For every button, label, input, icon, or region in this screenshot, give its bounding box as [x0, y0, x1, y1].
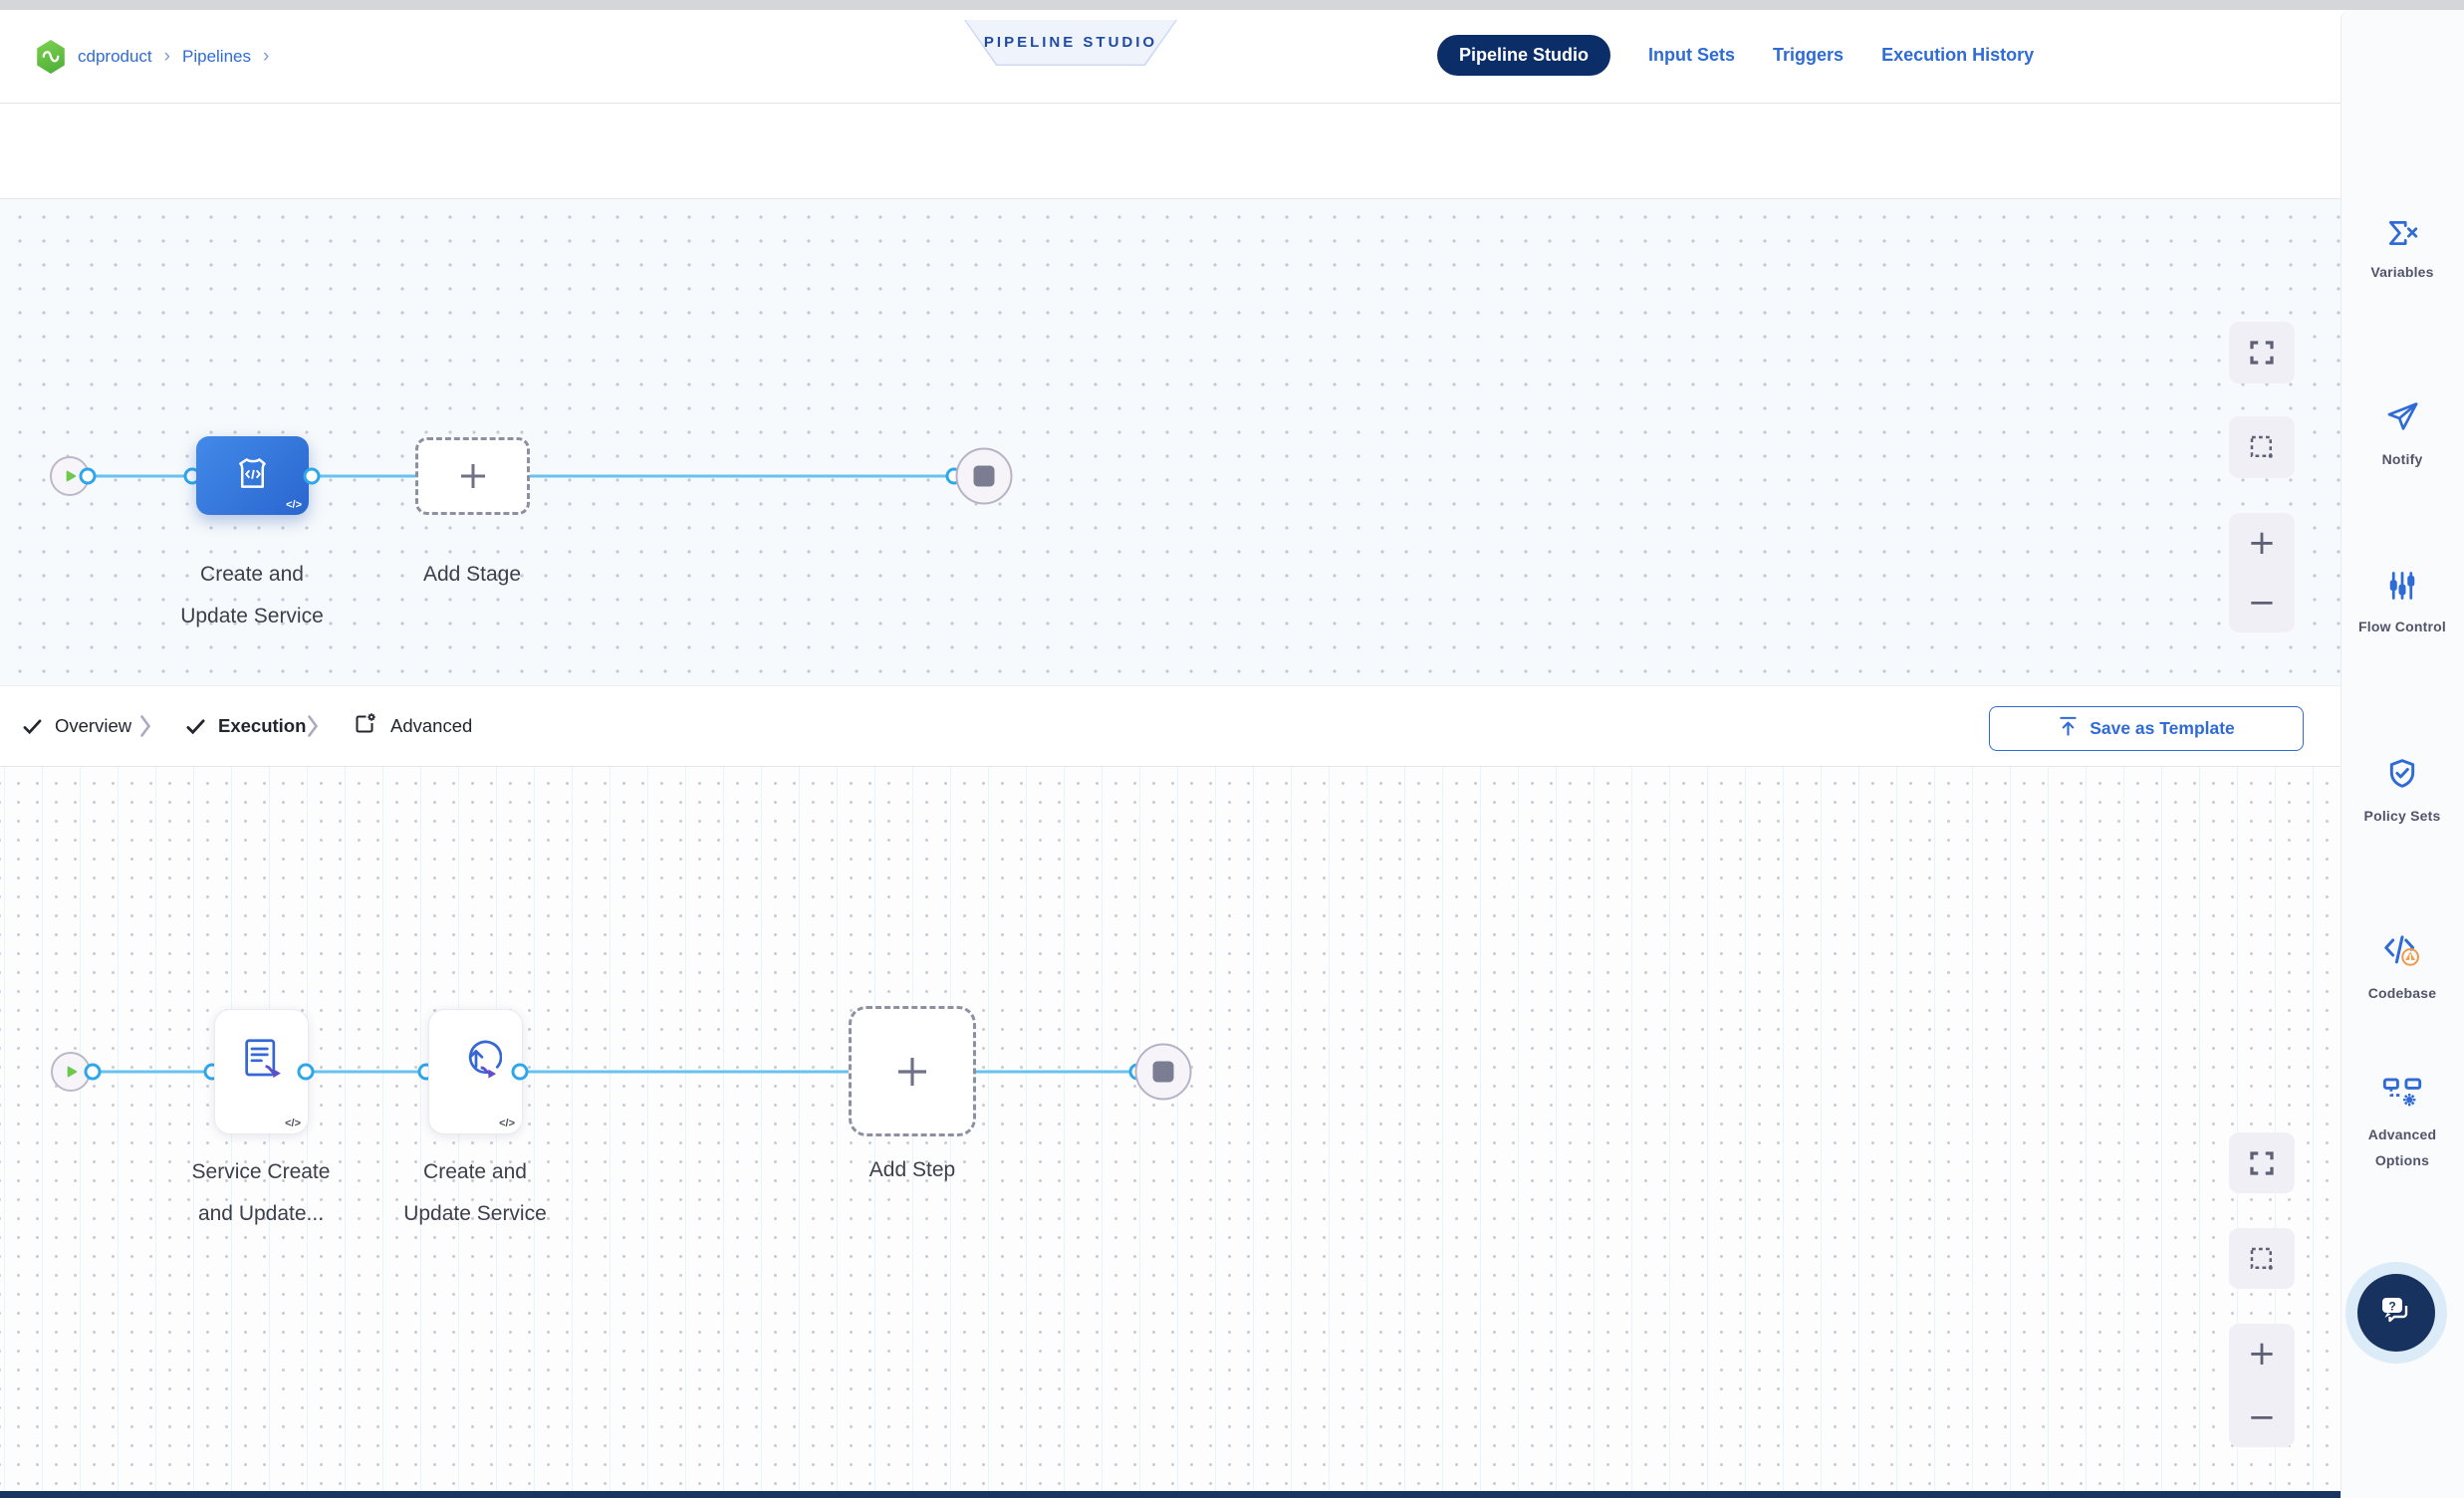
tab-execution[interactable]: Execution: [186, 686, 306, 766]
step-port[interactable]: [84, 1063, 102, 1081]
breadcrumb-header: cdproduct › Pipelines › PIPELINE STUDIO …: [0, 10, 2341, 104]
step1-name-line2: and Update...: [197, 1202, 325, 1225]
step-port[interactable]: [511, 1063, 529, 1081]
service-update-step-icon: [450, 1036, 502, 1093]
chevron-right-icon: [139, 686, 151, 766]
pipeline-studio-banner-label: PIPELINE STUDIO: [965, 20, 1176, 65]
step-port[interactable]: [297, 1063, 315, 1081]
stage-graph-canvas[interactable]: [0, 199, 2341, 685]
step2-name-line2: Update Service: [403, 1202, 547, 1225]
rail-label: Policy Sets: [2363, 808, 2441, 824]
step1-name-label[interactable]: Service Create and Update...: [102, 1151, 420, 1235]
rail-item-variables[interactable]: Variables: [2341, 219, 2464, 285]
rail-item-policy-sets[interactable]: Policy Sets: [2341, 757, 2464, 829]
breadcrumb: cdproduct › Pipelines ›: [36, 40, 269, 74]
chevron-right-icon: [307, 686, 319, 766]
step-code-badge[interactable]: </>: [499, 1118, 515, 1129]
right-rail: [2341, 10, 2464, 1498]
execution-graph-canvas[interactable]: [0, 767, 2341, 1491]
tab-pipeline-studio[interactable]: Pipeline Studio: [1437, 35, 1611, 76]
upload-icon: [2058, 715, 2079, 742]
harness-cd-module-icon[interactable]: [37, 40, 65, 74]
step-node-create-and-update-service[interactable]: </>: [428, 1009, 523, 1134]
rail-label: Variables: [2370, 264, 2434, 280]
tab-execution-history[interactable]: Execution History: [1881, 45, 2035, 65]
add-step-label[interactable]: Add Step: [868, 1158, 956, 1181]
rail-label: Flow Control: [2358, 619, 2446, 634]
fit-to-screen-button[interactable]: [2229, 322, 2295, 383]
stage-port[interactable]: [79, 467, 97, 485]
tab-triggers[interactable]: Triggers: [1773, 45, 1845, 65]
window-top-strip: [0, 0, 2464, 10]
step-connector-wire: [71, 1070, 1137, 1074]
step-code-badge[interactable]: </>: [285, 1118, 301, 1129]
save-as-template-label: Save as Template: [2090, 718, 2235, 738]
tab-advanced[interactable]: Advanced: [354, 686, 472, 766]
stage-port[interactable]: [303, 467, 321, 485]
tab-advanced-label: Advanced: [390, 715, 473, 736]
chat-help-icon: ?: [2376, 1292, 2416, 1335]
rail-label: Notify: [2381, 451, 2423, 467]
rail-label: Advanced Options: [2367, 1126, 2437, 1168]
pipeline-toolbar: Onboarding Service VISUAL YAML Save Disc…: [0, 105, 2341, 287]
step-node-service-create-and-update[interactable]: </>: [214, 1009, 309, 1134]
rail-item-codebase[interactable]: Codebase: [2341, 932, 2464, 1006]
custom-stage-icon: [231, 454, 275, 497]
top-nav-tabs: Pipeline Studio Input Sets Triggers Exec…: [1437, 35, 2034, 76]
execution-end-node[interactable]: [1134, 1043, 1192, 1101]
stage-name-line1: Create and: [200, 563, 304, 586]
step1-name-line1: Service Create: [191, 1160, 331, 1183]
bottom-bar: [0, 1491, 2341, 1498]
rail-item-flow-control[interactable]: Flow Control: [2341, 570, 2464, 639]
breadcrumb-project-link[interactable]: cdproduct: [78, 47, 152, 66]
zoom-out-button[interactable]: −: [2247, 1397, 2277, 1437]
tab-execution-label: Execution: [218, 715, 307, 736]
pipeline-config-tabbar: Overview Execution Advanced Save as Temp…: [0, 685, 2341, 1453]
zoom-controls: + −: [2229, 513, 2295, 632]
rail-item-advanced-options[interactable]: Advanced Options: [2341, 1076, 2464, 1173]
step2-name-label[interactable]: Create and Update Service: [316, 1151, 634, 1235]
stage-code-badge[interactable]: </>: [286, 499, 302, 511]
zoom-in-button[interactable]: +: [2247, 523, 2277, 563]
rail-item-notify[interactable]: Flow Control Notify: [2341, 400, 2464, 472]
save-as-template-button[interactable]: Save as Template: [1989, 706, 2304, 751]
fit-to-screen-button[interactable]: [2229, 1132, 2295, 1193]
add-step-button[interactable]: [849, 1006, 976, 1136]
service-script-step-icon: [236, 1036, 288, 1093]
tab-overview[interactable]: Overview: [23, 686, 131, 766]
rail-label: Codebase: [2367, 985, 2437, 1001]
marquee-select-button[interactable]: [2229, 1228, 2295, 1289]
zoom-controls: + −: [2229, 1324, 2295, 1447]
help-chat-button[interactable]: ?: [2357, 1274, 2435, 1352]
breadcrumb-pipelines-link[interactable]: Pipelines: [182, 47, 251, 66]
breadcrumb-separator: ›: [163, 46, 170, 67]
advanced-gear-file-icon: [354, 712, 377, 741]
add-stage-label[interactable]: Add Stage: [422, 563, 522, 586]
zoom-out-button[interactable]: −: [2247, 583, 2277, 623]
stage-node-create-and-update-service[interactable]: </>: [196, 436, 309, 515]
tab-input-sets[interactable]: Input Sets: [1648, 45, 1736, 65]
add-stage-button[interactable]: [415, 437, 530, 515]
zoom-in-button[interactable]: +: [2247, 1334, 2277, 1373]
tab-overview-label: Overview: [55, 715, 132, 736]
pipeline-end-node[interactable]: [955, 447, 1013, 505]
svg-text:?: ?: [2388, 1299, 2395, 1313]
marquee-select-button[interactable]: [2229, 416, 2295, 478]
stage-name-label[interactable]: Create and Update Service: [93, 554, 411, 637]
breadcrumb-separator: ›: [263, 46, 270, 67]
step2-name-line1: Create and: [423, 1160, 527, 1183]
stop-icon: [1152, 1061, 1174, 1083]
stage-name-line2: Update Service: [180, 605, 324, 627]
pipeline-studio-banner: PIPELINE STUDIO: [964, 20, 1177, 66]
stop-icon: [973, 465, 995, 487]
